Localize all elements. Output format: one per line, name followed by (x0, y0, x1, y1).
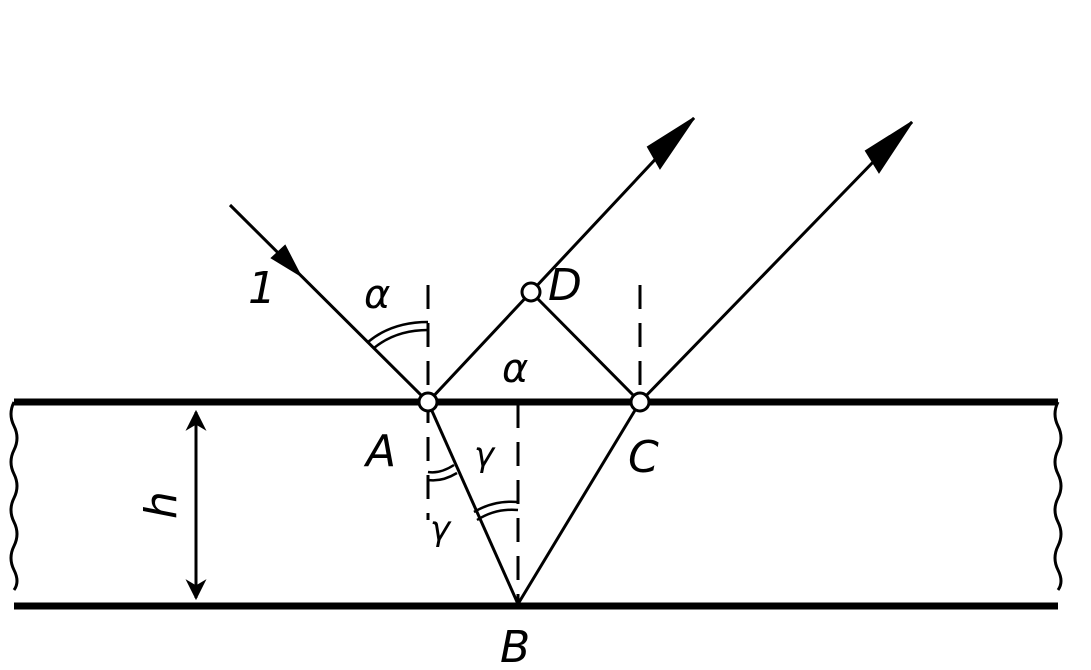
angle-gamma-b-arc-outer (473, 500, 519, 514)
labels: 1 α D α A γ γ C B (248, 260, 659, 670)
thickness-label: h (136, 491, 187, 519)
plate (9, 398, 1063, 610)
reflected-ray-bc (516, 401, 642, 605)
normals (426, 285, 642, 604)
angle-arcs (367, 320, 519, 522)
point-c-marker (629, 391, 651, 413)
plate-left-break-edge (9, 401, 19, 591)
points (417, 281, 651, 413)
incident-ray (228, 203, 430, 404)
angle-gamma-a-arc-outer (427, 463, 455, 474)
thickness-indicator: h (136, 409, 207, 601)
reflected-ray-2-arrowhead (864, 121, 913, 174)
angle-incidence-2-label: α (502, 346, 528, 392)
angle-incidence-label: α (364, 272, 390, 318)
point-b-label: B (500, 622, 530, 670)
angle-refraction-a-label: γ (474, 435, 496, 475)
angle-refraction-b-label: γ (430, 509, 452, 549)
rays (228, 116, 914, 605)
point-a-label: A (363, 426, 396, 477)
wavefront-dc (529, 290, 642, 404)
refracted-ray-ab (426, 401, 520, 605)
reflected-ray-2 (638, 120, 914, 404)
point-d-marker (520, 281, 542, 303)
angle-gamma-a-arc-inner (427, 471, 458, 482)
reflected-ray-1-arrowhead (646, 117, 695, 170)
plate-right-break-edge (1053, 401, 1063, 591)
ray-label: 1 (248, 263, 276, 314)
reflected-ray-1 (426, 116, 696, 404)
point-d-label: D (548, 260, 582, 311)
point-a-marker (417, 391, 439, 413)
angle-alpha-arc-inner (373, 328, 429, 349)
point-c-label: C (628, 432, 659, 483)
incident-ray-arrowhead (270, 244, 303, 278)
angle-alpha-arc-outer (367, 320, 429, 343)
angle-gamma-b-arc-inner (476, 508, 519, 522)
